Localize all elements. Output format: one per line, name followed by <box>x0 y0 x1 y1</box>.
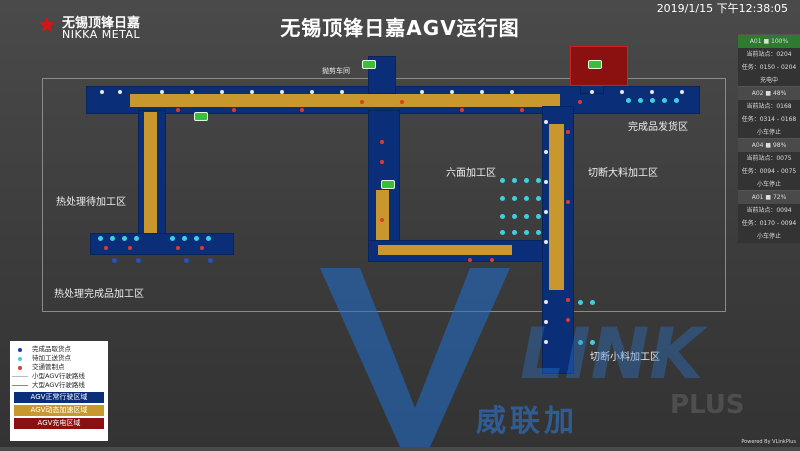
agv-card-head: A01 ■ 72% <box>738 191 800 204</box>
agv-status-card[interactable]: A01 ■ 72% 当前站点：0094 任务：0170 - 0094 小车停止 <box>738 190 800 243</box>
agv-status-card[interactable]: A04 ■ 98% 当前站点：0075 任务：0094 - 0075 小车停止 <box>738 138 800 191</box>
agv-status-card[interactable]: A02 ■ 48% 当前站点：0168 任务：0314 - 0168 小车停止 <box>738 86 800 139</box>
page-title: 无锡顶锋日嘉AGV运行图 <box>280 16 520 40</box>
delivery-point-icon <box>18 357 22 361</box>
legend-item: 完成品取货点 <box>10 345 108 354</box>
agv-status-panel: A01 ■ 100% 当前站点：0204 任务：0150 - 0204 充电中 … <box>738 34 800 243</box>
zone-label-top-small: 抛剪车间 <box>322 67 350 75</box>
corridor-left-fast <box>144 112 157 234</box>
logo-en-text: NIKKA METAL <box>62 28 141 41</box>
agv-status-card[interactable]: A01 ■ 100% 当前站点：0204 任务：0150 - 0204 充电中 <box>738 34 800 87</box>
agv-card-task: 任务：0170 - 0094 <box>741 220 797 227</box>
agv-card-state: 充电中 <box>759 77 778 84</box>
traffic-control-icon <box>18 366 22 370</box>
watermark-cn: 威联加 <box>476 404 578 439</box>
legend-item: 待加工送货点 <box>10 354 108 363</box>
agv-card-station: 当前站点：0075 <box>746 155 792 162</box>
agv-vehicle[interactable] <box>194 112 208 121</box>
agv-card-state: 小车停止 <box>756 129 781 136</box>
vlink-logo-icon: LINK <box>320 268 708 447</box>
zone-label-heat-wait: 热处理待加工区 <box>56 197 126 208</box>
legend-line: 小型AGV行驶路线 <box>10 372 108 381</box>
agv-card-state: 小车停止 <box>756 181 781 188</box>
zone-label-cut-small: 切断小料加工区 <box>590 352 660 363</box>
agv-card-head: A01 ■ 100% <box>738 35 800 48</box>
legend-swatch-fast: AGV动态加速区域 <box>14 405 104 416</box>
legend-line: 大型AGV行驶路线 <box>10 381 108 390</box>
agv-card-station: 当前站点：0168 <box>746 103 792 110</box>
large-agv-route-icon <box>12 385 28 386</box>
legend-swatch-charge: AGV充电区域 <box>14 418 104 429</box>
logo-cn-text: 无锡顶锋日嘉 <box>62 16 141 31</box>
datetime-display: 2019/1/15 下午12:38:05 <box>656 2 788 15</box>
star-logo-icon: ★ <box>37 13 57 38</box>
zone-label-six-face: 六面加工区 <box>446 168 496 179</box>
legend-item: 交通管制点 <box>10 363 108 372</box>
agv-card-state: 小车停止 <box>756 233 781 240</box>
agv-card-task: 任务：0314 - 0168 <box>741 116 797 123</box>
svg-text:LINK: LINK <box>520 313 708 395</box>
powered-by: Powered By VLinkPlus <box>741 439 796 445</box>
agv-vehicle[interactable] <box>362 60 376 69</box>
zone-label-cut-large: 切断大料加工区 <box>588 168 658 179</box>
map-legend: 完成品取货点 待加工送货点 交通管制点 小型AGV行驶路线 大型AGV行驶路线 … <box>10 341 108 441</box>
pickup-point-icon <box>18 348 22 352</box>
agv-card-station: 当前站点：0204 <box>746 51 792 58</box>
corridor-right-fast <box>549 124 564 290</box>
agv-card-task: 任务：0094 - 0075 <box>741 168 797 175</box>
agv-vehicle[interactable] <box>381 180 395 189</box>
corridor-mid-horizontal-fast <box>378 245 512 255</box>
agv-card-station: 当前站点：0094 <box>746 207 792 214</box>
agv-card-head: A04 ■ 98% <box>738 139 800 152</box>
agv-card-head: A02 ■ 48% <box>738 87 800 100</box>
vlink-watermark: LINK <box>320 258 800 447</box>
agv-card-task: 任务：0150 - 0204 <box>741 64 797 71</box>
corridor-top-fast <box>130 94 560 107</box>
agv-vehicle[interactable] <box>588 60 602 69</box>
zone-label-finished-ship: 完成品发货区 <box>628 122 688 133</box>
watermark-en: PLUS <box>670 390 745 420</box>
company-logo: ★ 无锡顶锋日嘉 NIKKA METAL <box>36 12 154 42</box>
zone-label-heat-done: 热处理完成品加工区 <box>54 289 144 300</box>
legend-swatch-normal: AGV正常行驶区域 <box>14 392 104 403</box>
small-agv-route-icon <box>12 376 28 377</box>
